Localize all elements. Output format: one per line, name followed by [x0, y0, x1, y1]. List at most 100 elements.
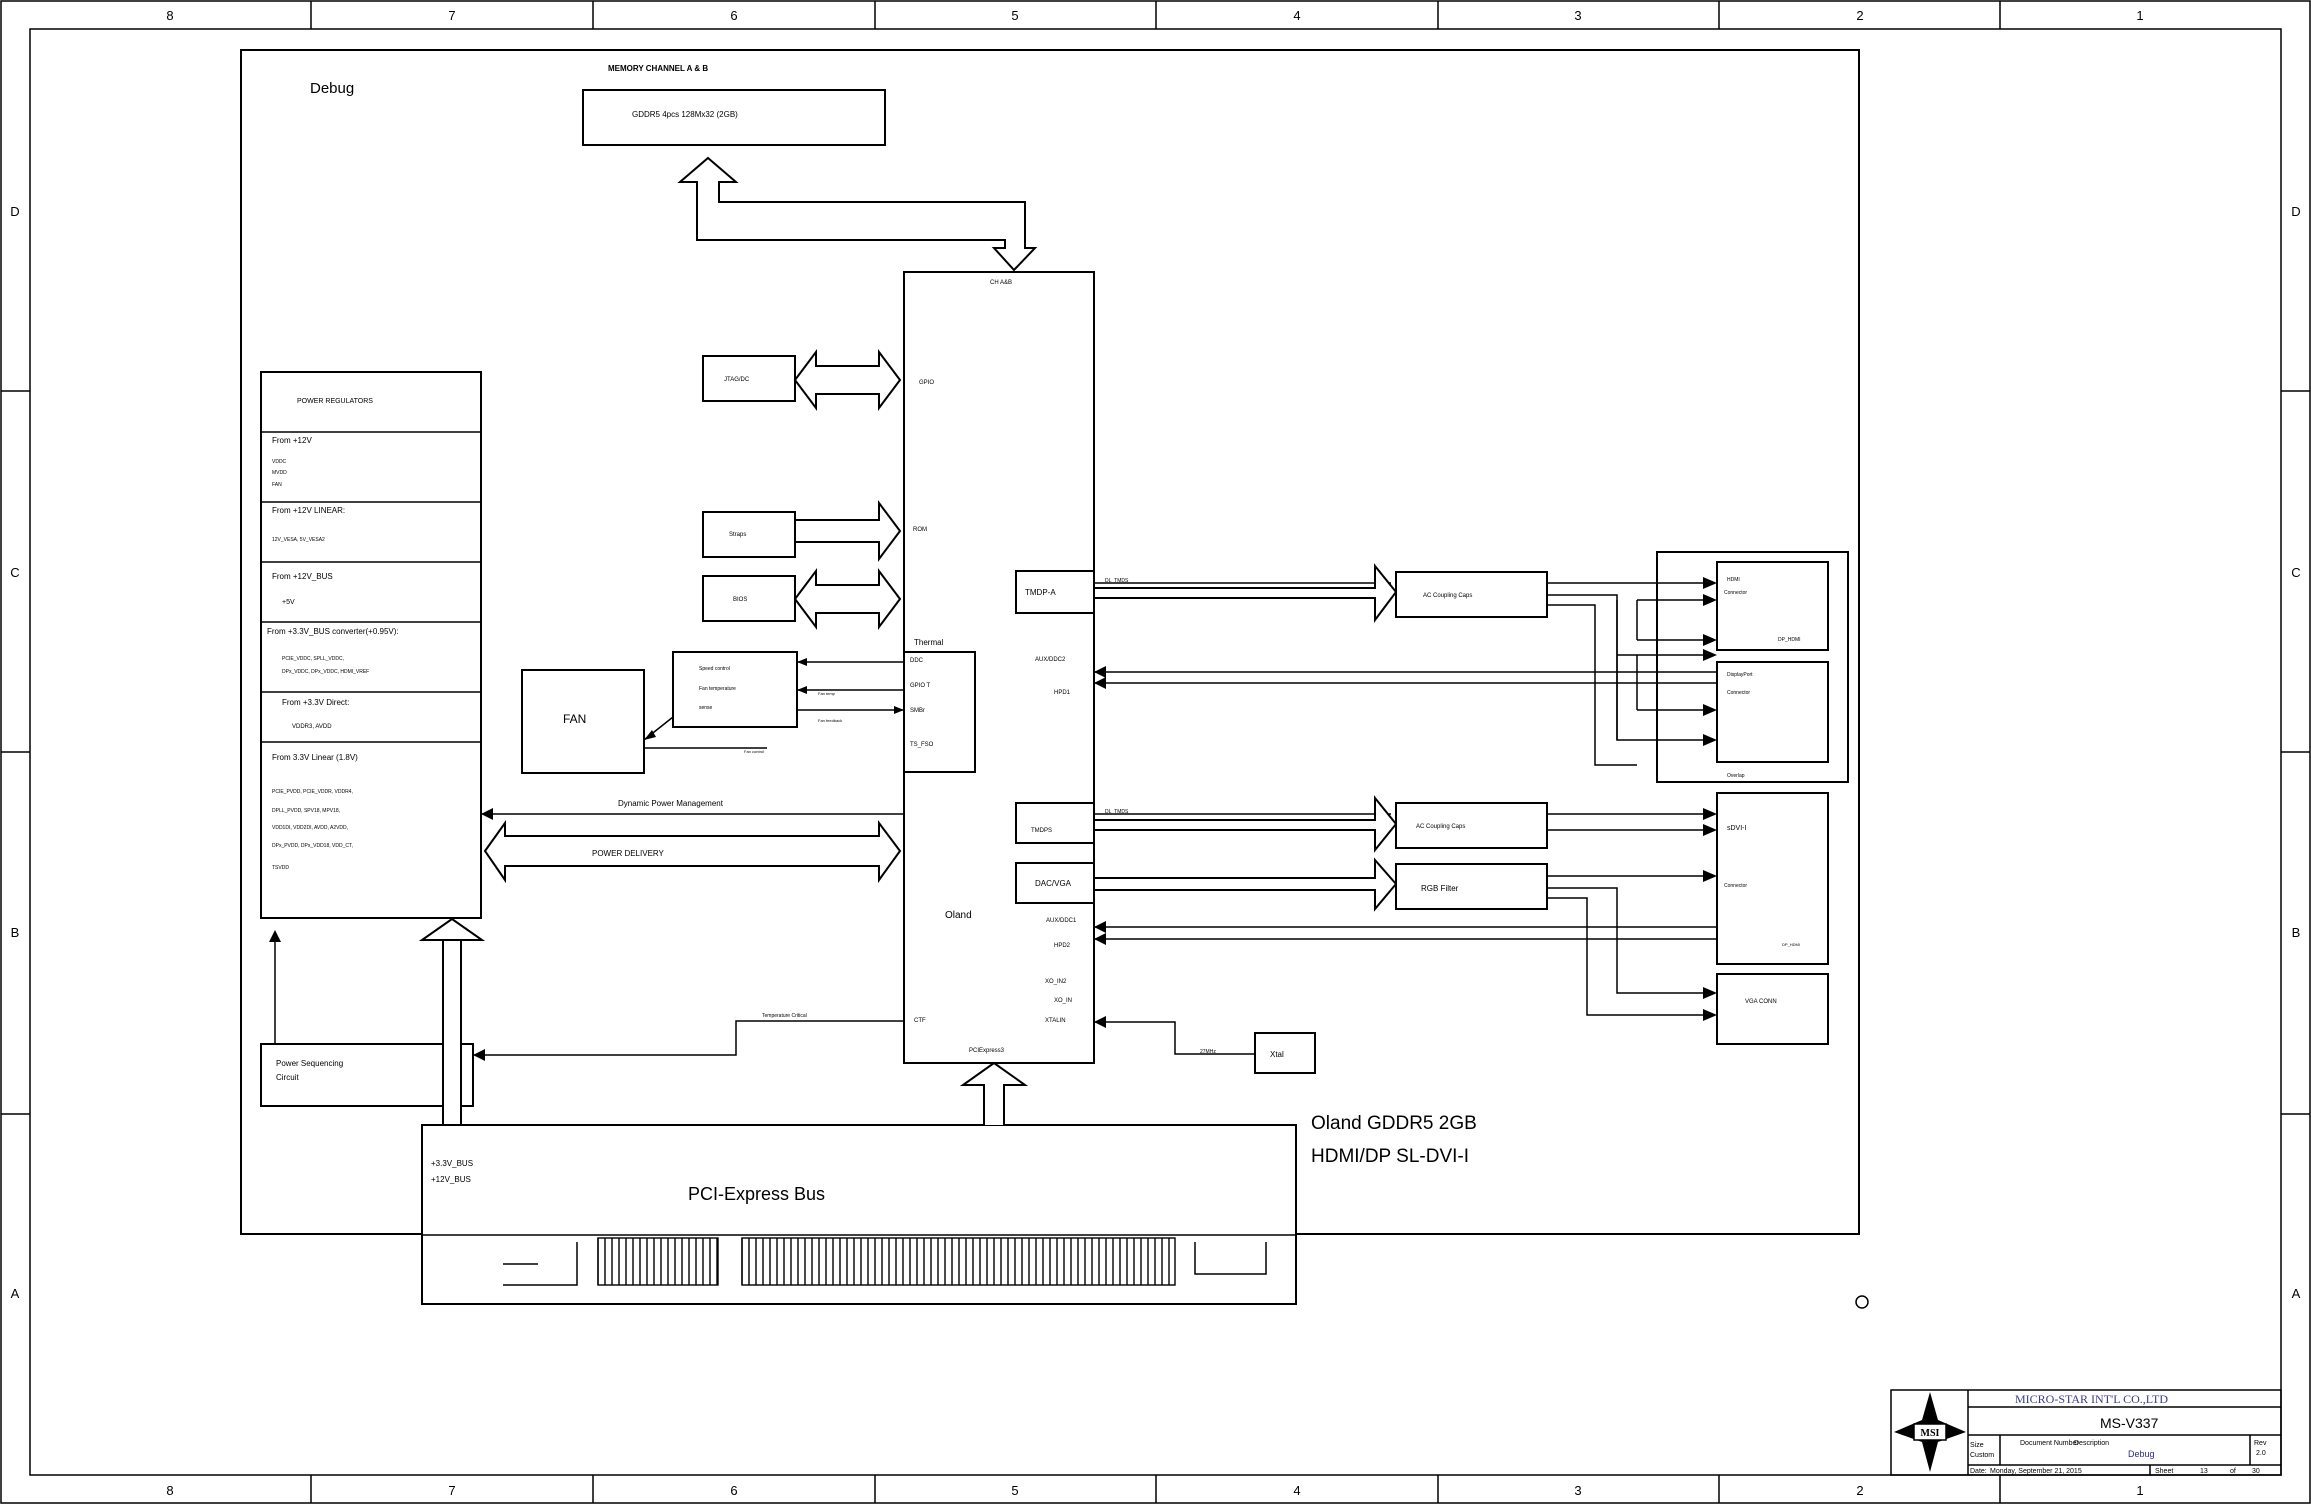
svg-text:VDDR3, AVDD: VDDR3, AVDD — [292, 724, 332, 730]
row-label-right: A — [2292, 1286, 2301, 1301]
size-value: Custom — [1970, 1452, 1994, 1459]
col-label-bottom: 8 — [166, 1483, 173, 1498]
aux-ddc1-head — [1094, 921, 1106, 933]
svg-text:DPx_VDDC, DPx_VDDC, HDMI_VREF: DPx_VDDC, DPx_VDDC, HDMI_VREF — [282, 669, 369, 675]
overlap-label: Overlap — [1727, 773, 1745, 779]
dvi-connector-label: Connector — [1724, 883, 1747, 889]
tmdps-arrow — [1093, 795, 1398, 853]
xtal-signal-label: 27MHz — [1200, 1049, 1216, 1055]
rev-value: 2.0 — [2256, 1450, 2266, 1457]
svg-text:From +3.3V_BUS converter(+0.95: From +3.3V_BUS converter(+0.95V): — [267, 627, 399, 636]
svg-text:From 3.3V Linear (1.8V): From 3.3V Linear (1.8V) — [272, 753, 358, 762]
pcie-title: PCI-Express Bus — [688, 1184, 825, 1204]
pcie-to-gpu-arrow — [959, 1061, 1029, 1125]
document-label: Document Number — [2020, 1440, 2079, 1447]
svg-text:DPx_PVDD, DPx_VDD18, VDD_CT,: DPx_PVDD, DPx_VDD18, VDD_CT, — [272, 843, 353, 849]
aux-ddc2-head — [1094, 666, 1106, 678]
xtal-line — [1094, 1021, 1255, 1055]
power-regulators-text: From +12V VDDC MVDD FAN From +12V LINEAR… — [267, 436, 399, 871]
hdmi-connector-title: HDMI — [1727, 577, 1740, 583]
vga-connector-label: VGA CONN — [1745, 999, 1777, 1005]
dac-vga-block — [1015, 862, 1095, 904]
thermal-ports: DDC GPIO T SMBr TS_FSO — [910, 658, 934, 748]
col-label-top: 7 — [448, 8, 455, 23]
msi-logo-text: MSI — [1921, 1428, 1940, 1439]
pcie-gold-fingers — [597, 1237, 1176, 1286]
thermal-block — [903, 651, 976, 773]
power-regulators-title: POWER REGULATORS — [297, 398, 373, 405]
port-hpd1: HPD1 — [1054, 690, 1071, 696]
column-dividers — [310, 1, 2001, 1503]
port-rom: ROM — [913, 527, 927, 533]
row-label-left: D — [10, 204, 19, 219]
row-label-right: C — [2291, 565, 2300, 580]
bios-label: BIOS — [733, 597, 747, 603]
tmdps-block — [1015, 802, 1095, 844]
svg-text:From +3.3V Direct:: From +3.3V Direct: — [282, 698, 349, 707]
hdmi-fanout-lines — [1547, 582, 1703, 766]
svg-text:Fan feedback: Fan feedback — [818, 718, 842, 723]
power-delivery-arrow — [483, 819, 902, 884]
svg-text:DPLL_PVDD, SPV18, MPV18,: DPLL_PVDD, SPV18, MPV18, — [272, 808, 340, 814]
port-pcie: PCIExpress3 — [969, 1048, 1005, 1054]
col-label-bottom: 2 — [1856, 1483, 1863, 1498]
hdmi-signal-label: DL_TMDS — [1105, 578, 1129, 584]
seq-to-reg-head — [269, 930, 281, 942]
dvi-sub-label: DP_HDMI — [1782, 942, 1800, 947]
dp-connector-title: DisplayPort — [1727, 672, 1753, 678]
svg-text:PCIE_PVDD, PCIE_VDDR, VDDR4,: PCIE_PVDD, PCIE_VDDR, VDDR4, — [272, 789, 353, 795]
svg-text:+5V: +5V — [282, 599, 295, 606]
col-label-top: 3 — [1574, 8, 1581, 23]
pcie-rail1: +3.3V_BUS — [431, 1159, 473, 1168]
col-label-bottom: 7 — [448, 1483, 455, 1498]
dvi-signal-label: DL_TMDS — [1105, 809, 1129, 815]
port-ch-ab: CH A&B — [990, 280, 1012, 286]
port-hpd2: HPD2 — [1054, 943, 1071, 949]
page-title: Debug — [310, 80, 354, 97]
rgb-filter-label: RGB Filter — [1421, 884, 1459, 893]
port-xtalin: XTALIN — [1045, 1018, 1066, 1024]
jtag-label: JTAG/DC — [724, 377, 750, 383]
thermal-gpio-t: GPIO T — [910, 683, 931, 689]
svg-text:Fan temp: Fan temp — [818, 691, 836, 696]
fan-signal-labels: Fan temp Fan feedback Fan control — [744, 691, 842, 754]
col-label-bottom: 4 — [1293, 1483, 1300, 1498]
svg-text:TSVDD: TSVDD — [272, 865, 289, 871]
svg-text:From +12V_BUS: From +12V_BUS — [272, 572, 333, 581]
pcie-rail2: +12V_BUS — [431, 1175, 471, 1184]
dp-connector-label: Connector — [1727, 690, 1750, 696]
straps-block — [702, 511, 796, 558]
col-label-bottom: 1 — [2136, 1483, 2143, 1498]
row-label-left: A — [11, 1286, 20, 1301]
tmdp-a-label: TMDP-A — [1025, 588, 1056, 597]
thermal-smb: SMBr — [910, 708, 925, 714]
pcie-block — [421, 1124, 1297, 1305]
gpu-ports: CH A&B GPIO ROM AUX/DDC2 HPD1 AUX/DDC1 H… — [913, 280, 1077, 1054]
svg-text:VDD1DI, VDD2DI, AVDD, A2VDD,: VDD1DI, VDD2DI, AVDD, A2VDD, — [272, 825, 348, 831]
jtag-block — [702, 355, 796, 402]
dynamic-pm-label: Dynamic Power Management — [618, 799, 724, 808]
col-label-top: 2 — [1856, 8, 1863, 23]
xtal-label: Xtal — [1270, 1050, 1284, 1059]
svg-text:sense: sense — [699, 705, 713, 711]
fan-signals — [643, 661, 904, 749]
rail-arrow — [418, 917, 486, 1125]
memory-block — [582, 89, 886, 146]
col-label-bottom: 3 — [1574, 1483, 1581, 1498]
ac-coupling-2-label: AC Coupling Caps — [1416, 824, 1465, 830]
hpd2-head — [1094, 933, 1106, 945]
svg-text:From +12V: From +12V — [272, 436, 312, 445]
rev-label: Rev — [2254, 1440, 2267, 1447]
pcie-pin-group — [741, 1237, 1176, 1286]
svg-text:FAN: FAN — [272, 482, 282, 488]
col-label-top: 4 — [1293, 8, 1300, 23]
jtag-arrow — [793, 349, 902, 411]
hdmi-sub-label: DP_HDMI — [1778, 637, 1801, 643]
fan-block — [521, 669, 645, 774]
pcie-pin-group — [597, 1237, 719, 1286]
xtal-block — [1254, 1032, 1316, 1074]
sheet-value: 13 — [2200, 1468, 2208, 1475]
row-dividers — [1, 390, 2310, 1115]
temp-critical-label: Temperature Critical — [762, 1013, 807, 1019]
